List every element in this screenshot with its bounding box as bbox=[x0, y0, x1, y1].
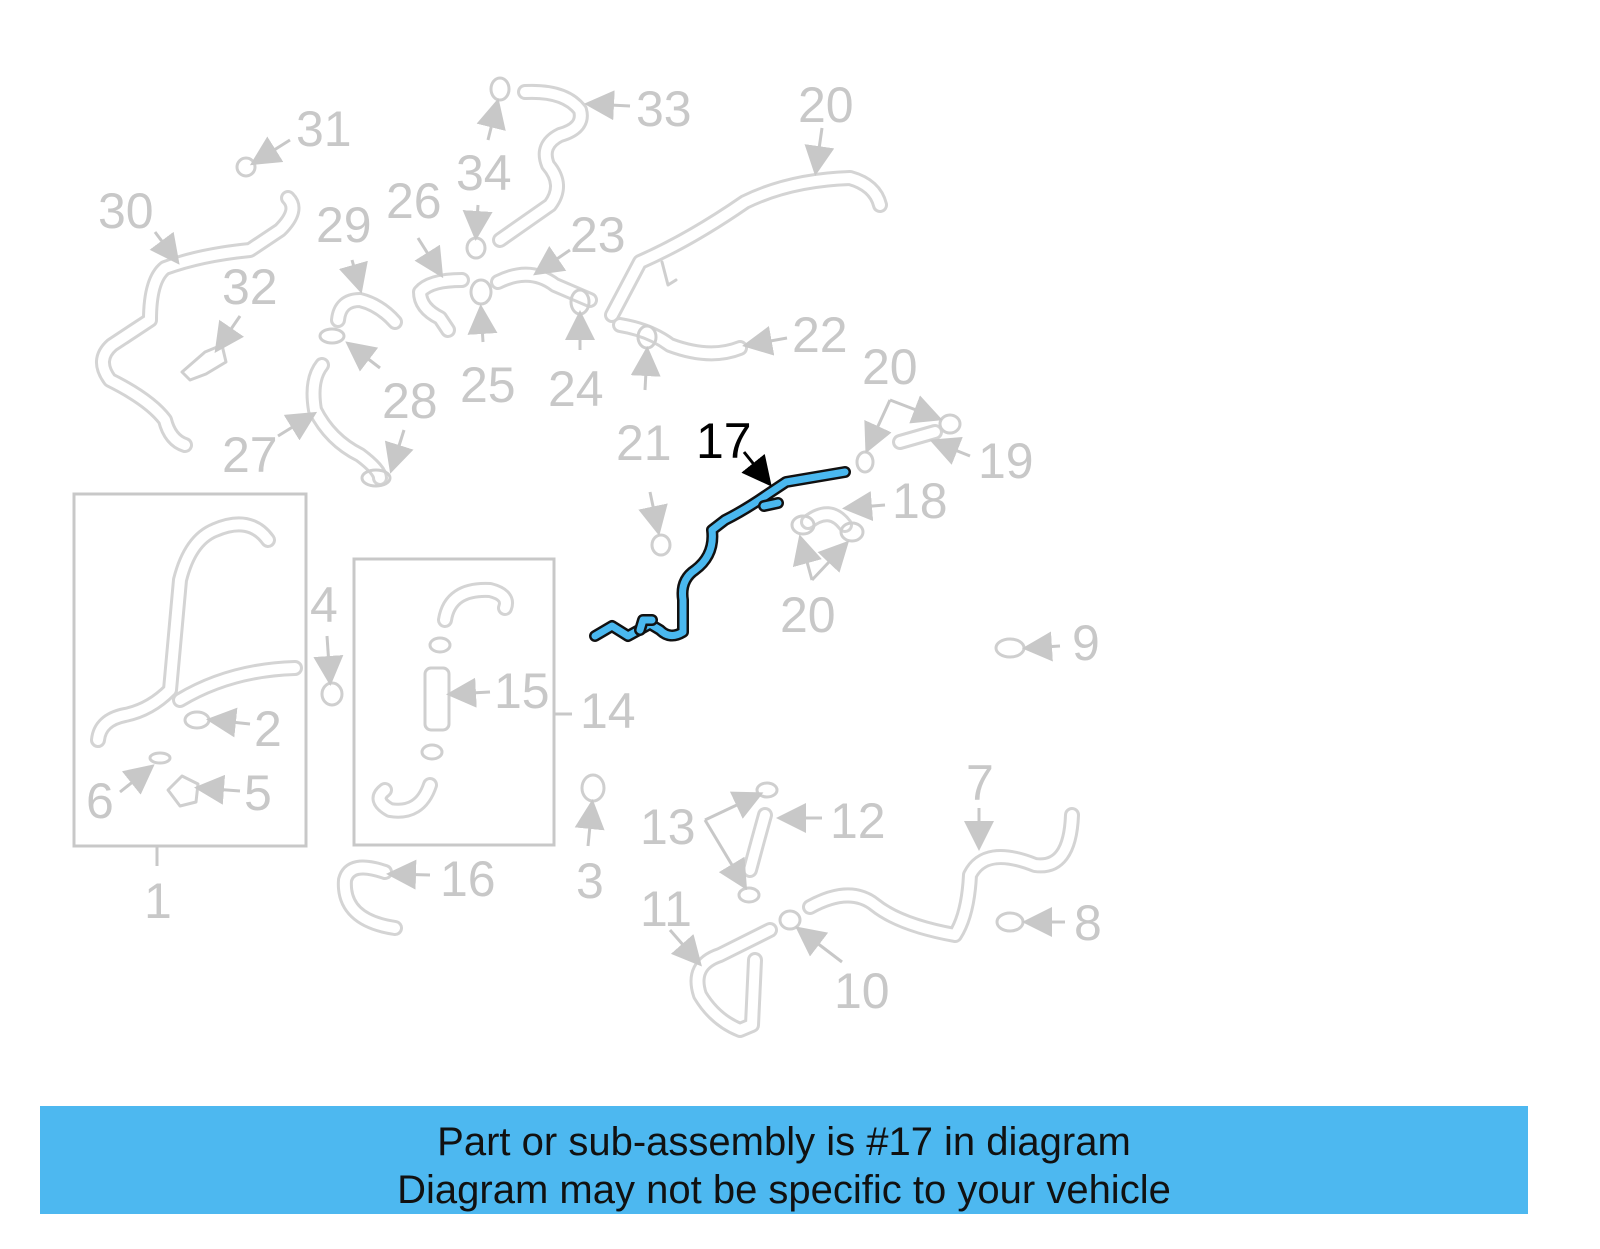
clamp-13b bbox=[737, 886, 761, 904]
label-30: 29 bbox=[316, 197, 372, 253]
label-17: 17 bbox=[696, 413, 752, 469]
label-21: 20 bbox=[798, 77, 854, 133]
info-banner: Part or sub-assembly is #17 in diagram D… bbox=[40, 1106, 1528, 1214]
label-12: 12 bbox=[830, 793, 886, 849]
leader-lines bbox=[119, 90, 1065, 967]
label-11: 11 bbox=[640, 881, 692, 937]
clamp-35b bbox=[465, 236, 487, 260]
clamp-13a bbox=[755, 781, 779, 799]
hose-7 bbox=[802, 807, 1080, 943]
label-33: 32 bbox=[222, 259, 278, 315]
label-34: 33 bbox=[636, 81, 692, 137]
clamp-20b bbox=[855, 450, 875, 474]
clamp-29 bbox=[318, 327, 346, 345]
group-box-14 bbox=[352, 557, 556, 847]
hose-1 bbox=[90, 516, 303, 748]
valve-15 bbox=[423, 666, 451, 732]
hose-16 bbox=[336, 859, 403, 936]
hose-11 bbox=[689, 922, 778, 1038]
thermostat-5 bbox=[166, 774, 200, 808]
clamp-20d bbox=[839, 521, 865, 543]
clamp-26 bbox=[469, 278, 493, 306]
clamp-9 bbox=[994, 637, 1026, 659]
label-29: 28 bbox=[382, 373, 438, 429]
hose-27 bbox=[412, 272, 470, 338]
banner-line-2: Diagram may not be specific to your vehi… bbox=[397, 1168, 1171, 1212]
label-24: 23 bbox=[570, 207, 626, 263]
clamp-14b bbox=[420, 743, 444, 761]
label-27: 26 bbox=[386, 173, 442, 229]
label-35: 34 bbox=[456, 145, 512, 201]
label-6: 6 bbox=[86, 773, 114, 829]
label-7: 7 bbox=[966, 755, 994, 811]
clamp-4 bbox=[320, 681, 344, 707]
pipe-21 bbox=[604, 170, 888, 323]
banner-line-1: Part or sub-assembly is #17 in diagram bbox=[437, 1120, 1131, 1164]
label-10: 10 bbox=[834, 963, 890, 1019]
clamp-10 bbox=[778, 909, 802, 931]
group-box-1 bbox=[72, 492, 308, 848]
label-14: 14 bbox=[580, 683, 636, 739]
label-5: 5 bbox=[244, 765, 272, 821]
label-9: 9 bbox=[1072, 615, 1100, 671]
hose-24 bbox=[490, 266, 598, 308]
bracket-33 bbox=[180, 343, 228, 382]
label-2: 2 bbox=[254, 701, 282, 757]
hose-28 bbox=[305, 357, 388, 486]
label-28: 27 bbox=[222, 427, 278, 483]
label-22: 22 bbox=[792, 307, 848, 363]
clamp-20a bbox=[938, 413, 962, 435]
label-20-bottom: 20 bbox=[780, 587, 836, 643]
label-19: 19 bbox=[978, 433, 1034, 489]
gasket-2 bbox=[183, 710, 211, 730]
hose-30 bbox=[330, 292, 403, 330]
clamp-14a bbox=[428, 636, 452, 654]
hose-34 bbox=[492, 83, 589, 248]
hose-22 bbox=[612, 317, 748, 362]
label-3: 3 bbox=[576, 853, 604, 909]
label-20-top: 20 bbox=[862, 339, 918, 395]
clamp-3 bbox=[580, 773, 606, 803]
label-8: 8 bbox=[1074, 895, 1102, 951]
label-13: 13 bbox=[640, 799, 696, 855]
label-32: 31 bbox=[296, 101, 352, 157]
clamp-29b bbox=[360, 468, 392, 488]
clamp-20c bbox=[790, 514, 816, 536]
label-15: 15 bbox=[494, 663, 550, 719]
clamp-32 bbox=[235, 156, 257, 178]
label-1: 1 bbox=[144, 873, 172, 929]
hose-12 bbox=[742, 807, 773, 878]
label-25: 24 bbox=[548, 361, 604, 417]
pipe-21-branch bbox=[660, 260, 678, 287]
oring-6 bbox=[148, 751, 172, 765]
clamp-35 bbox=[489, 76, 511, 102]
label-31: 30 bbox=[98, 183, 154, 239]
hose-31 bbox=[95, 190, 301, 453]
label-26: 25 bbox=[460, 357, 516, 413]
clamp-23 bbox=[650, 533, 672, 557]
hose-19 bbox=[892, 424, 943, 450]
hose-14-group bbox=[371, 581, 514, 819]
label-4: 4 bbox=[310, 577, 338, 633]
label-23: 21 bbox=[616, 415, 672, 471]
label-18: 18 bbox=[892, 473, 948, 529]
label-16: 16 bbox=[440, 851, 496, 907]
pipe-17-highlighted[interactable] bbox=[589, 466, 851, 642]
clamp-8 bbox=[995, 911, 1025, 933]
